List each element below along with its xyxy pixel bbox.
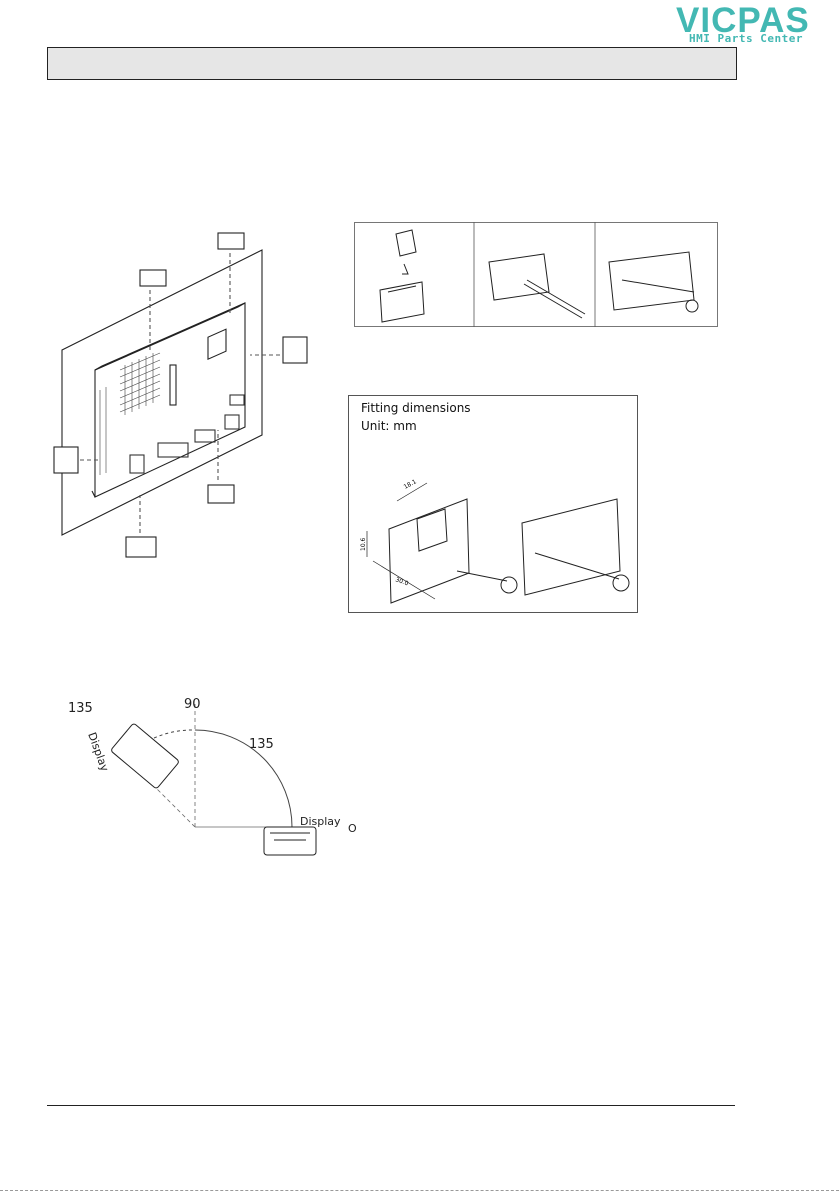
dim-top-label: 18.1 [403, 478, 418, 491]
dim-left-label: 10.6 [360, 537, 367, 551]
brand-tagline: HMI Parts Center [689, 32, 803, 45]
display-left-label: Display [85, 731, 111, 774]
fitting-dimension-drawing: 18.1 10.6 30.0 [357, 461, 632, 611]
page-edge-dashes [0, 1190, 839, 1191]
fitting-dimensions-title: Fitting dimensions [361, 401, 471, 415]
fitting-dimensions-box: Fitting dimensions Unit: mm 18.1 10.6 30… [348, 395, 638, 613]
clip-assembly-steps [354, 222, 718, 327]
angle-mid-label: 135 [249, 737, 274, 752]
angle-left-label: 135 [68, 701, 93, 716]
angle-top-label: 90 [184, 697, 201, 712]
display-right-label: Display [300, 815, 341, 828]
display-tilt-angle-drawing: 135 90 135 O Display Display [60, 690, 390, 875]
footer-divider [47, 1105, 735, 1106]
angle-right-label: O [348, 822, 357, 835]
panel-mounting-exploded-drawing [40, 215, 330, 575]
dim-bottom-label: 30.0 [394, 576, 409, 587]
fitting-unit-label: Unit: mm [361, 419, 417, 433]
header-bar [47, 47, 737, 80]
